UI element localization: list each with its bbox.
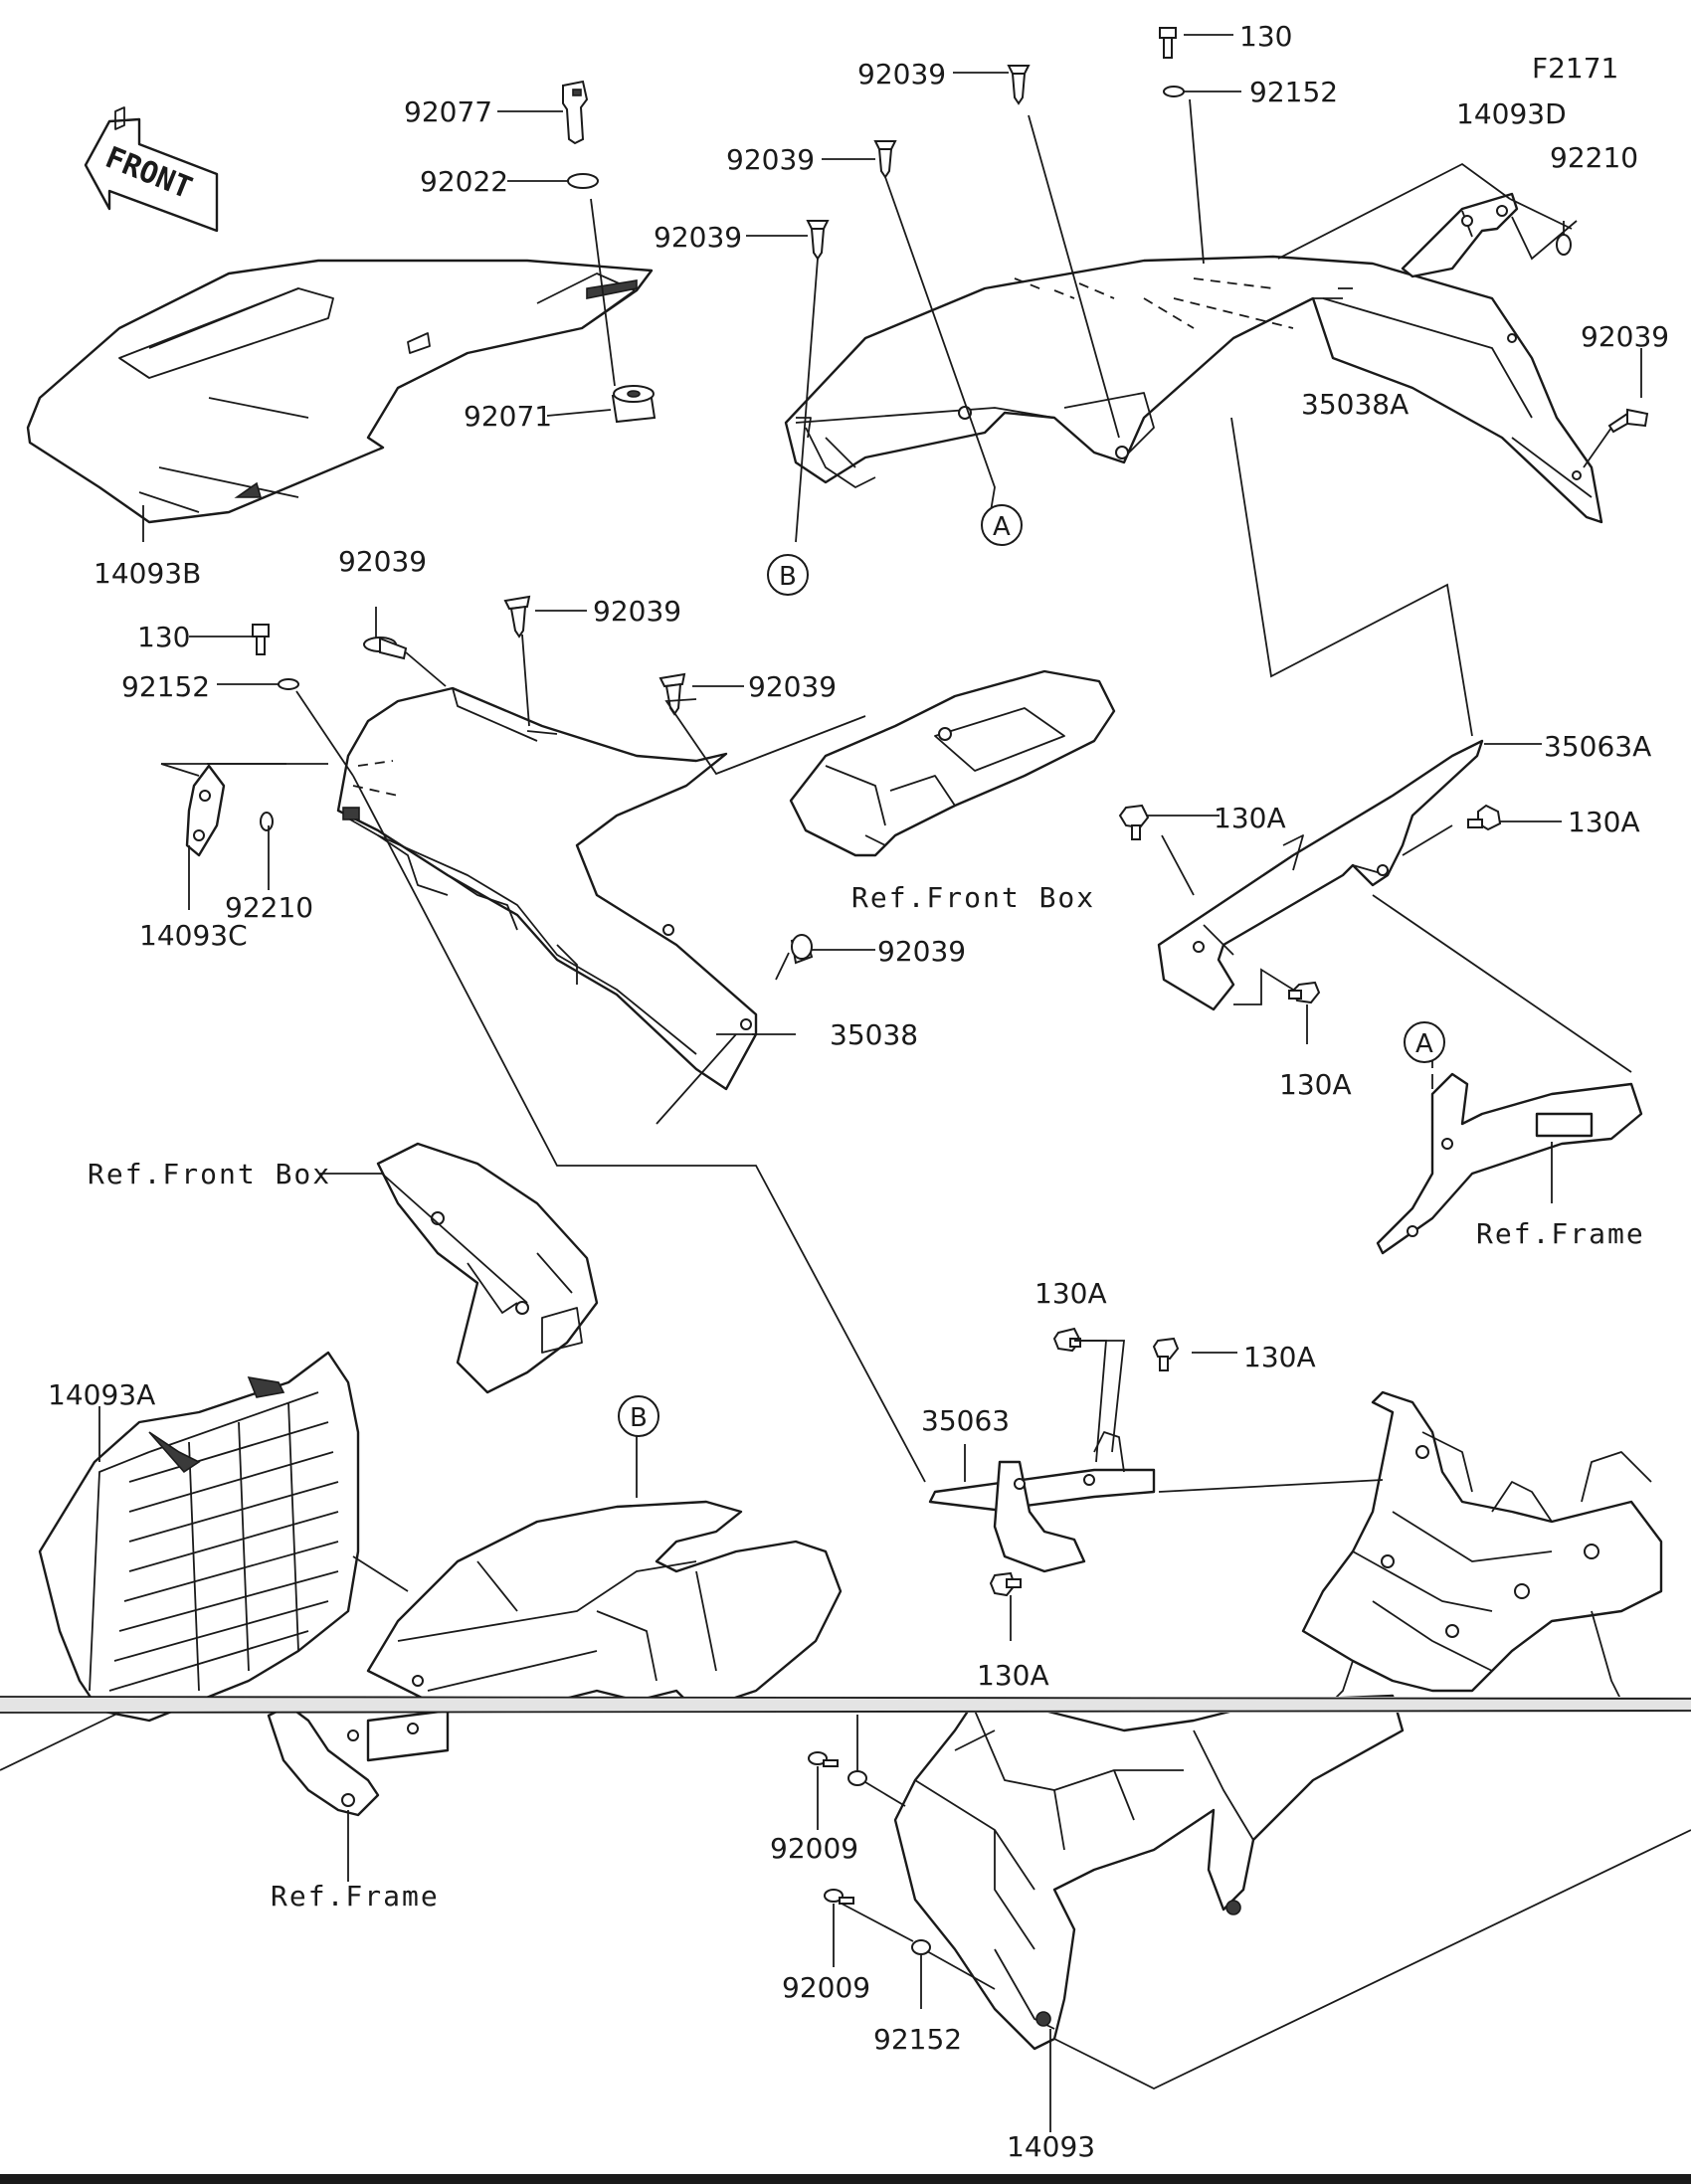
label-14093D: 14093D: [1456, 97, 1567, 130]
callout-B-top: B: [767, 554, 809, 596]
svg-text:A: A: [1415, 1029, 1433, 1059]
part-35038-side-cover: [336, 686, 758, 1091]
callout-B-bottom: B: [618, 1395, 659, 1437]
washer-92152-left-icon: [278, 678, 299, 690]
bolt-130A-b-icon: [1467, 804, 1502, 831]
image-tear-lines: [0, 1696, 1691, 1714]
washer-92022-icon: [567, 173, 599, 189]
clip-92039-top-a-icon: [1007, 65, 1031, 105]
part-14093D-bracket: [1401, 192, 1519, 278]
label-14093A: 14093A: [48, 1378, 155, 1411]
label-35038A: 35038A: [1301, 388, 1409, 421]
label-92039-mid-c: 92039: [748, 670, 837, 703]
clip-92077-icon: [562, 80, 589, 145]
fasteners: [252, 27, 1649, 1955]
part-labels: 130 92039 92152 14093D 92039 92210 92039…: [48, 20, 1669, 2163]
label-130A-d: 130A: [1034, 1277, 1107, 1310]
image-tear-band: [0, 1697, 1691, 1713]
callout-A-right: A: [1404, 1021, 1445, 1063]
label-35063A: 35063A: [1544, 730, 1651, 763]
clip-92039-mid-d-icon: [790, 934, 814, 965]
label-92039-mid-a: 92039: [338, 545, 427, 578]
clip-92039-mid-b-icon: [503, 595, 531, 638]
ref-frame-right: [1376, 1072, 1643, 1255]
callout-A-top: A: [981, 504, 1023, 546]
screw-92009-a-icon: [808, 1751, 839, 1767]
front-direction-arrow: FRONT: [84, 106, 219, 233]
label-92009-b: 92009: [782, 1971, 870, 2004]
bottom-edge-bar: [0, 2174, 1691, 2184]
clip-92039-mid-c-icon: [658, 672, 686, 716]
part-lower-side-panel: [366, 1500, 843, 1713]
label-92152-left: 92152: [121, 670, 210, 703]
ref-front-box-top-label: Ref.Front Box: [851, 881, 1095, 914]
nut-92210-left-icon: [260, 812, 274, 831]
svg-text:B: B: [630, 1403, 648, 1433]
part-14093C-bracket: [185, 764, 226, 857]
label-14093: 14093: [1007, 2130, 1095, 2163]
bolt-130A-d-icon: [1052, 1327, 1082, 1353]
washer-92152-bottom-b-icon: [911, 1939, 931, 1955]
label-130A-c: 130A: [1279, 1068, 1352, 1101]
figure-code: F2171: [1532, 52, 1618, 85]
bolt-130A-c-icon: [1288, 981, 1321, 1004]
label-92077: 92077: [404, 95, 492, 128]
label-130A-f: 130A: [977, 1659, 1049, 1692]
svg-text:A: A: [993, 512, 1011, 542]
label-92009-a: 92009: [770, 1832, 858, 1865]
ref-front-box-left-label: Ref.Front Box: [88, 1158, 331, 1190]
label-92039-mid-b: 92039: [593, 595, 681, 628]
label-92071: 92071: [464, 400, 552, 433]
label-92039-mid-d: 92039: [877, 935, 966, 968]
label-92210-top: 92210: [1550, 141, 1638, 174]
nut-92210-top-icon: [1556, 234, 1572, 256]
label-35038: 35038: [830, 1018, 918, 1051]
leader-lines: [0, 34, 1691, 2132]
part-14093-guard: [893, 1694, 1405, 2051]
clip-92039-right-icon: [1607, 408, 1649, 434]
ref-frame-right-label: Ref.Frame: [1476, 1217, 1645, 1250]
reference-labels: Ref.Front Box Ref.Front Box Ref.Frame Re…: [88, 881, 1645, 1912]
bolt-130A-a-icon: [1118, 804, 1150, 840]
label-14093C: 14093C: [139, 919, 248, 952]
clip-92039-top-b-icon: [873, 140, 897, 179]
part-14093A-grille: [38, 1351, 360, 1723]
vehicle-frame-reference: [1301, 1390, 1663, 1702]
bolt-130-top-icon: [1159, 27, 1177, 59]
label-14093B: 14093B: [94, 557, 201, 590]
label-92152-top: 92152: [1249, 76, 1338, 108]
label-92039-top-b: 92039: [726, 143, 815, 176]
label-130A-b: 130A: [1568, 806, 1640, 838]
ref-front-box-top: [789, 669, 1116, 857]
bolt-130A-e-icon: [1152, 1337, 1180, 1371]
label-92152-bottom: 92152: [873, 2023, 962, 2056]
part-35038A-side-cover: [784, 255, 1603, 524]
label-130-left: 130: [137, 621, 190, 653]
label-130A-a: 130A: [1214, 802, 1286, 834]
label-92210-left: 92210: [225, 891, 313, 924]
part-35063-rail-bracket: [928, 1431, 1156, 1573]
label-130A-e: 130A: [1243, 1341, 1316, 1373]
label-92039-top-a: 92039: [857, 58, 946, 91]
grommet-92071-icon: [611, 385, 657, 424]
bolt-130-left-icon: [252, 624, 270, 655]
label-92022: 92022: [420, 165, 508, 198]
clip-92039-top-c-icon: [806, 220, 830, 261]
washer-92152-top-icon: [1163, 86, 1185, 97]
bolt-130A-f-icon: [989, 1571, 1022, 1597]
ref-frame-bottom-label: Ref.Frame: [271, 1880, 440, 1912]
label-35063: 35063: [921, 1404, 1010, 1437]
part-14093B-top-cover: [26, 259, 654, 524]
label-130-top: 130: [1239, 20, 1292, 53]
ref-frame-bottom: [267, 1704, 450, 1817]
label-92039-right: 92039: [1581, 320, 1669, 353]
label-92039-top-c: 92039: [654, 221, 742, 254]
part-35063A-rail-bracket: [1157, 739, 1484, 1011]
screw-92009-b-icon: [824, 1889, 854, 1905]
washer-92152-bottom-a-icon: [847, 1770, 867, 1786]
clip-92039-mid-a-icon: [363, 637, 408, 660]
svg-text:B: B: [779, 562, 797, 592]
